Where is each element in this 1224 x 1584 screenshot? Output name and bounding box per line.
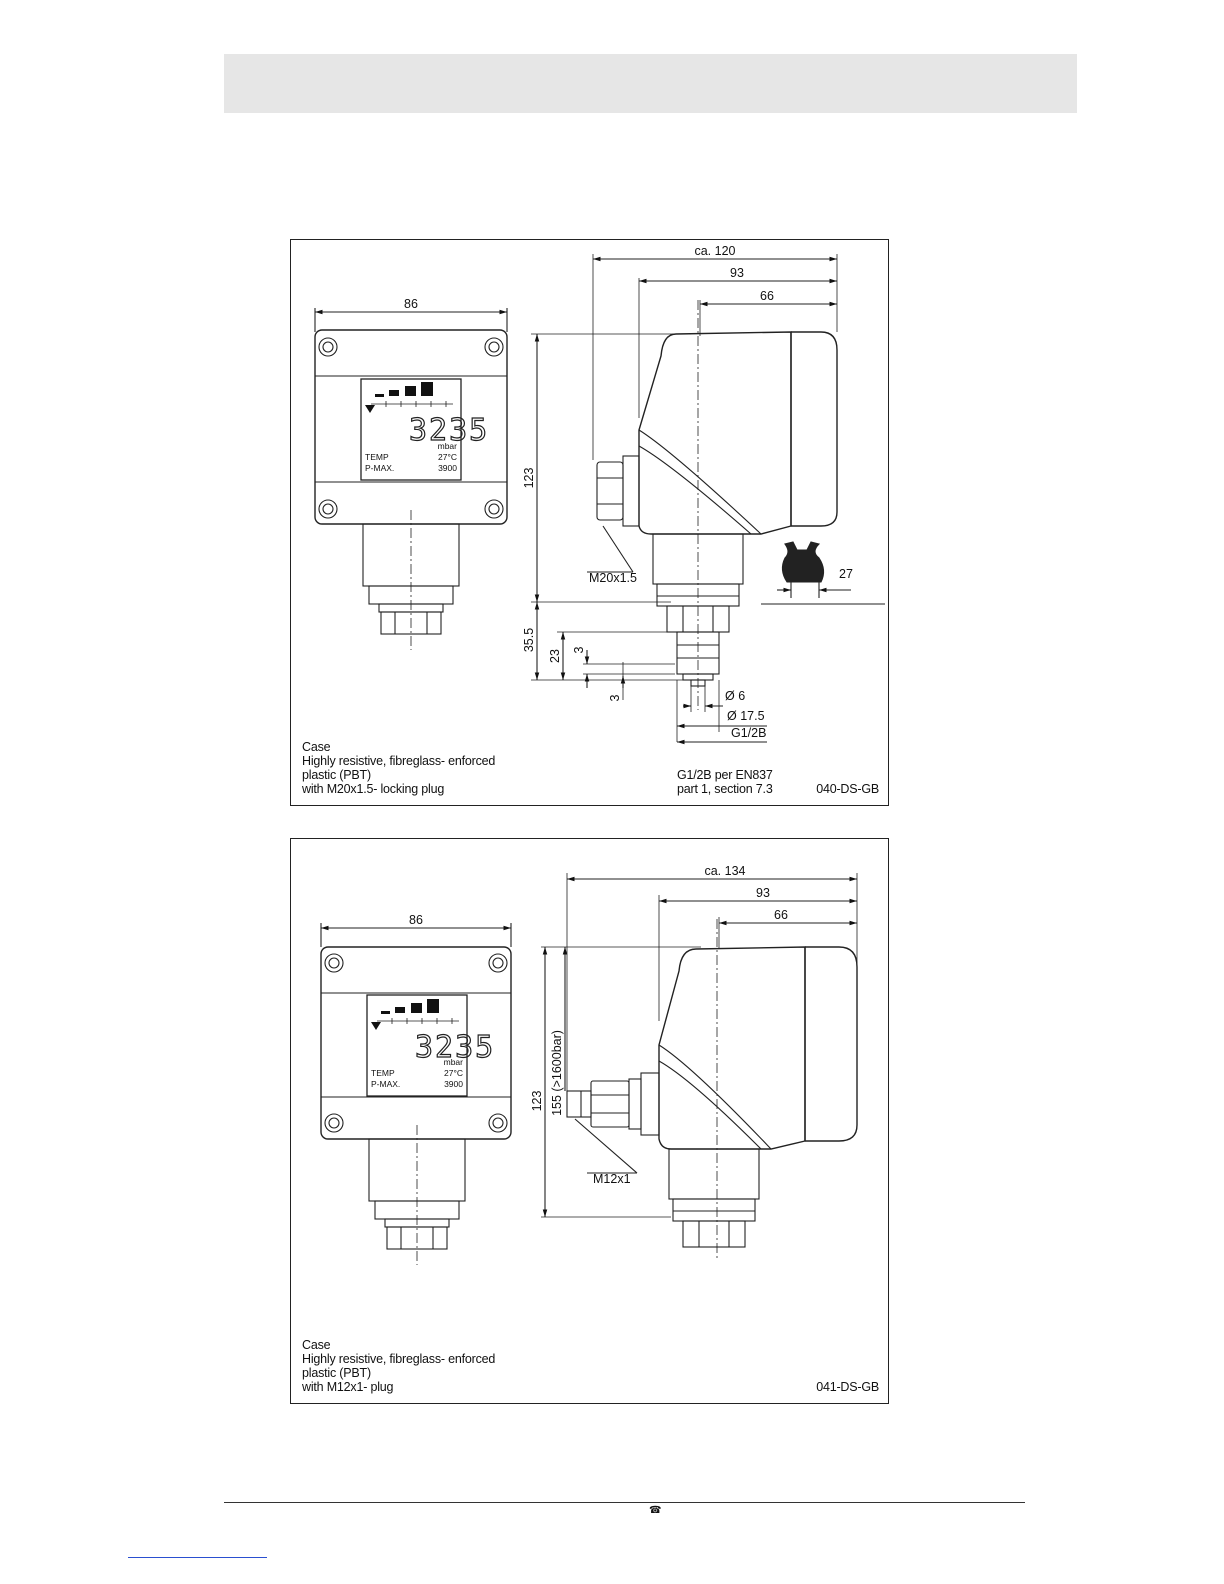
drawing-panel-m20: 86 3235 mbar TEMP 27°C P-MAX. 3900 ca. 1… [290, 239, 889, 806]
dim-plug: M12x1 [593, 1172, 631, 1186]
dim-depth-66: 66 [760, 289, 774, 303]
side-housing-b [658, 946, 806, 1150]
dim-height-3-top: 3 [572, 646, 586, 653]
lcd-temp-value-b: 27°C [444, 1068, 463, 1078]
footer-link-underline[interactable] [128, 1557, 267, 1558]
dim-total-depth: ca. 120 [694, 244, 735, 258]
lcd-display [360, 378, 462, 481]
drawing-panel-m12: 86 3235 mbar TEMP 27°C P-MAX. 3900 ca. 1… [290, 838, 889, 1404]
dim-width-86-b: 86 [409, 913, 423, 927]
dim-cable-gland: M20x1.5 [589, 571, 637, 585]
lcd-temp-label-b: TEMP [371, 1068, 395, 1078]
footer-divider [224, 1502, 1025, 1503]
header-band [224, 54, 1077, 113]
dim-width-86: 86 [404, 297, 418, 311]
lcd-display-b [366, 994, 468, 1097]
lcd-unit-b: mbar [444, 1057, 464, 1067]
caption-case-m12: Case Highly resistive, fibreglass- enfor… [302, 1338, 496, 1394]
lcd-pmax-value: 3900 [438, 463, 457, 473]
drawing-code-b: 041-DS-GB [816, 1380, 879, 1394]
dim-wrench: 27 [839, 567, 853, 581]
lcd-reading: 3235 [409, 413, 489, 448]
dim-height-3-bottom: 3 [608, 694, 622, 701]
lcd-temp-value: 27°C [438, 452, 457, 462]
dim-depth-66-b: 66 [774, 908, 788, 922]
lcd-reading-b: 3235 [415, 1030, 495, 1065]
caption-case-m20: Case Highly resistive, fibreglass- enfor… [302, 740, 496, 796]
dim-height-123: 123 [522, 468, 536, 489]
dim-height-155: 155 (>1600bar) [550, 1030, 564, 1116]
dim-height-23: 23 [548, 649, 562, 663]
lcd-pmax-value-b: 3900 [444, 1079, 463, 1089]
lcd-unit: mbar [438, 441, 458, 451]
lcd-pmax-label: P-MAX. [365, 463, 394, 473]
dim-diameter-17-5: Ø 17.5 [727, 709, 765, 723]
drawing-m12-svg: 86 3235 mbar TEMP 27°C P-MAX. 3900 ca. 1… [320, 864, 858, 1265]
dim-depth-93-b: 93 [756, 886, 770, 900]
thread-standard-note: G1/2B per EN837 part 1, section 7.3 [677, 768, 773, 796]
dim-height-123-b: 123 [530, 1091, 544, 1112]
lcd-pmax-label-b: P-MAX. [371, 1079, 400, 1089]
drawing-code: 040-DS-GB [816, 782, 879, 796]
dim-total-depth-b: ca. 134 [704, 864, 745, 878]
dim-thread: G1/2B [731, 726, 766, 740]
telephone-icon: ☎ [649, 1505, 662, 1516]
dim-diameter-6: Ø 6 [725, 689, 745, 703]
drawing-m20-svg: 86 3235 mbar TEMP 27°C P-MAX. 3900 ca. 1… [314, 244, 885, 745]
lcd-temp-label: TEMP [365, 452, 389, 462]
dim-height-35-5: 35.5 [522, 628, 536, 652]
dim-depth-93: 93 [730, 266, 744, 280]
